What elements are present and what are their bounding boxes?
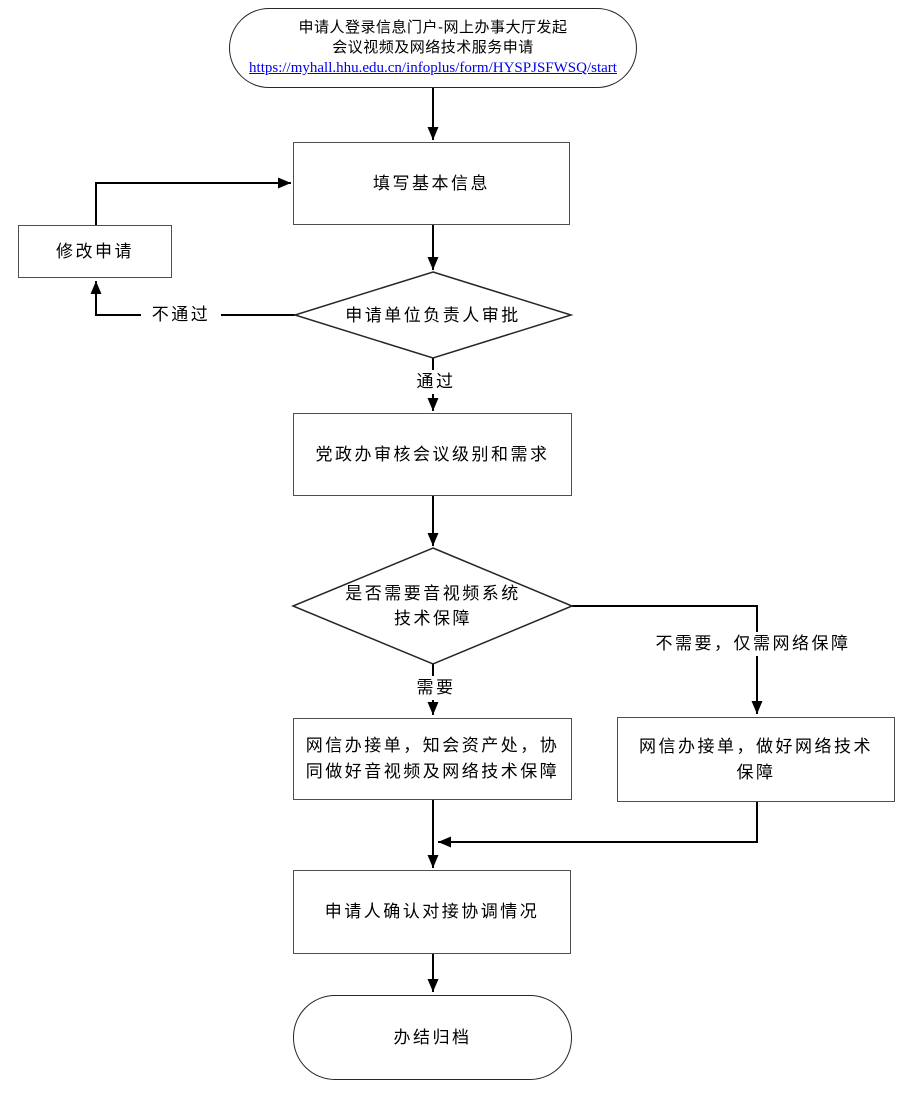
decision-need-av-shape <box>291 547 574 665</box>
start-terminator: 申请人登录信息门户-网上办事大厅发起 会议视频及网络技术服务申请 https:/… <box>229 8 637 88</box>
process-modify-label: 修改申请 <box>56 241 134 261</box>
decision-need-av-line2: 技术保障 <box>394 609 472 628</box>
process-fill-info-label: 填写基本信息 <box>373 173 490 193</box>
process-net-support-line2: 保障 <box>736 762 776 782</box>
start-line2: 会议视频及网络技术服务申请 <box>332 39 534 56</box>
edge-approval-reject-to-modify <box>90 281 295 316</box>
decision-unit-approval-label: 申请单位负责人审批 <box>345 305 521 325</box>
end-terminator-label: 办结归档 <box>393 1027 472 1047</box>
start-line1: 申请人登录信息门户-网上办事大厅发起 <box>298 19 568 36</box>
process-fill-info: 填写基本信息 <box>293 142 570 225</box>
edge-net-support-merge <box>438 802 758 848</box>
edge-label-reject: 不通过 <box>141 303 221 327</box>
decision-unit-approval-shape <box>292 271 574 359</box>
edge-label-need: 需要 <box>401 676 471 700</box>
process-confirm: 申请人确认对接协调情况 <box>293 870 571 954</box>
process-office-review: 党政办审核会议级别和需求 <box>293 413 572 496</box>
edge-label-pass: 通过 <box>401 370 471 394</box>
process-net-support: 网信办接单，做好网络技术 保障 <box>617 717 895 802</box>
process-av-net-support: 网信办接单，知会资产处，协 同做好音视频及网络技术保障 <box>293 718 572 800</box>
process-av-net-support-line2: 同做好音视频及网络技术保障 <box>305 762 560 781</box>
process-modify: 修改申请 <box>18 225 172 278</box>
decision-need-av-label: 是否需要音视频系统 技术保障 <box>303 580 563 632</box>
process-net-support-line1: 网信办接单，做好网络技术 <box>639 736 873 756</box>
process-office-review-label: 党政办审核会议级别和需求 <box>315 444 550 464</box>
process-confirm-label: 申请人确认对接协调情况 <box>324 902 540 921</box>
start-link[interactable]: https://myhall.hhu.edu.cn/infoplus/form/… <box>249 60 617 76</box>
edge-modify-to-fill <box>95 177 291 225</box>
process-av-net-support-line1: 网信办接单，知会资产处，协 <box>305 736 560 755</box>
end-terminator: 办结归档 <box>293 995 572 1080</box>
edge-need-no-to-net-support <box>572 605 763 714</box>
edge-label-no-need: 不需要，仅需网络保障 <box>648 632 858 656</box>
decision-need-av-line1: 是否需要音视频系统 <box>345 584 521 603</box>
